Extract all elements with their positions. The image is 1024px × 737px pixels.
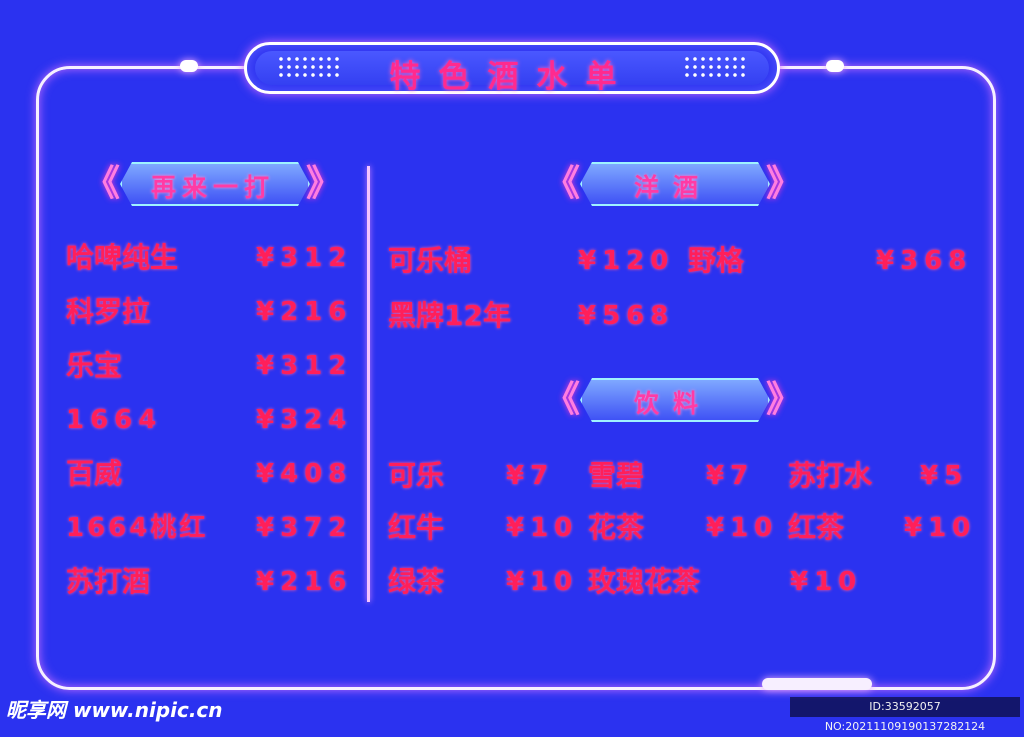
badge-plate bbox=[580, 162, 770, 206]
menu-item-name: 苏打水 bbox=[788, 459, 873, 492]
menu-item-price: ¥408 bbox=[256, 459, 353, 489]
menu-item-name: 玫瑰花茶 bbox=[588, 565, 701, 598]
frame-bottom-bar bbox=[762, 678, 872, 690]
column-divider bbox=[367, 166, 370, 602]
title-banner: 特色酒水单 bbox=[244, 42, 780, 95]
section-heading-beer: 再来一打 bbox=[150, 173, 275, 202]
badge-plate bbox=[120, 162, 310, 206]
menu-item-price: ¥312 bbox=[256, 351, 353, 381]
menu-item-name: 绿茶 bbox=[388, 565, 445, 598]
menu-item-name: 1664 bbox=[66, 405, 163, 435]
frame-dot-right bbox=[826, 60, 844, 72]
watermark-site: 昵享网 www.nipic.cn bbox=[6, 698, 223, 722]
menu-item-price: ¥368 bbox=[876, 246, 973, 276]
menu-item-name: 野格 bbox=[688, 244, 745, 277]
menu-item-name: 可乐 bbox=[388, 459, 445, 492]
section-heading-drinks: 饮料 bbox=[633, 389, 712, 418]
dot-grid-left bbox=[277, 55, 341, 81]
menu-item-name: 乐宝 bbox=[66, 349, 123, 382]
frame-dot-left bbox=[180, 60, 198, 72]
menu-item-price: ¥216 bbox=[256, 297, 353, 327]
menu-item-name: 哈啤纯生 bbox=[66, 241, 179, 274]
page-title: 特色酒水单 bbox=[389, 59, 635, 95]
menu-item-price: ¥7 bbox=[706, 461, 755, 491]
menu-item-name: 雪碧 bbox=[588, 459, 645, 492]
menu-item-price: ¥10 bbox=[904, 513, 977, 543]
menu-item-price: ¥10 bbox=[790, 567, 863, 597]
menu-item-price: ¥312 bbox=[256, 243, 353, 273]
double-chevron-right-icon: 》 bbox=[306, 163, 343, 204]
menu-item-price: ¥7 bbox=[506, 461, 555, 491]
menu-item-name: 科罗拉 bbox=[66, 295, 151, 328]
menu-item-price: ¥5 bbox=[920, 461, 969, 491]
menu-item-price: ¥10 bbox=[506, 513, 579, 543]
double-chevron-left-icon: 《 bbox=[544, 379, 581, 420]
menu-item-price: ¥568 bbox=[578, 301, 675, 331]
double-chevron-left-icon: 《 bbox=[544, 163, 581, 204]
section-heading-spirits: 洋酒 bbox=[633, 173, 712, 202]
menu-item-price: ¥372 bbox=[256, 513, 353, 543]
section-badge-spirits: 《 洋酒 》 bbox=[544, 160, 804, 208]
menu-item-name: 1664桃红 bbox=[66, 513, 209, 543]
double-chevron-right-icon: 》 bbox=[766, 379, 803, 420]
menu-item-price: ¥120 bbox=[578, 246, 675, 276]
watermark-id: ID:33592057 NO:20211109190137282124 bbox=[790, 697, 1020, 733]
section-badge-drinks: 《 饮料 》 bbox=[544, 376, 804, 424]
menu-item-price: ¥324 bbox=[256, 405, 353, 435]
double-chevron-left-icon: 《 bbox=[84, 163, 121, 204]
menu-item-name: 苏打酒 bbox=[66, 565, 151, 598]
double-chevron-right-icon: 》 bbox=[766, 163, 803, 204]
menu-item-name: 黑牌12年 bbox=[388, 299, 511, 332]
menu-item-price: ¥10 bbox=[706, 513, 779, 543]
menu-item-name: 可乐桶 bbox=[388, 244, 473, 277]
badge-plate bbox=[580, 378, 770, 422]
menu-item-name: 红牛 bbox=[388, 511, 445, 544]
menu-item-name: 花茶 bbox=[588, 511, 645, 544]
menu-item-price: ¥216 bbox=[256, 567, 353, 597]
menu-item-price: ¥10 bbox=[506, 567, 579, 597]
menu-item-name: 百威 bbox=[66, 457, 123, 490]
menu-item-name: 红茶 bbox=[788, 511, 845, 544]
section-badge-beer: 《 再来一打 》 bbox=[84, 160, 344, 208]
dot-grid-right bbox=[683, 55, 747, 81]
